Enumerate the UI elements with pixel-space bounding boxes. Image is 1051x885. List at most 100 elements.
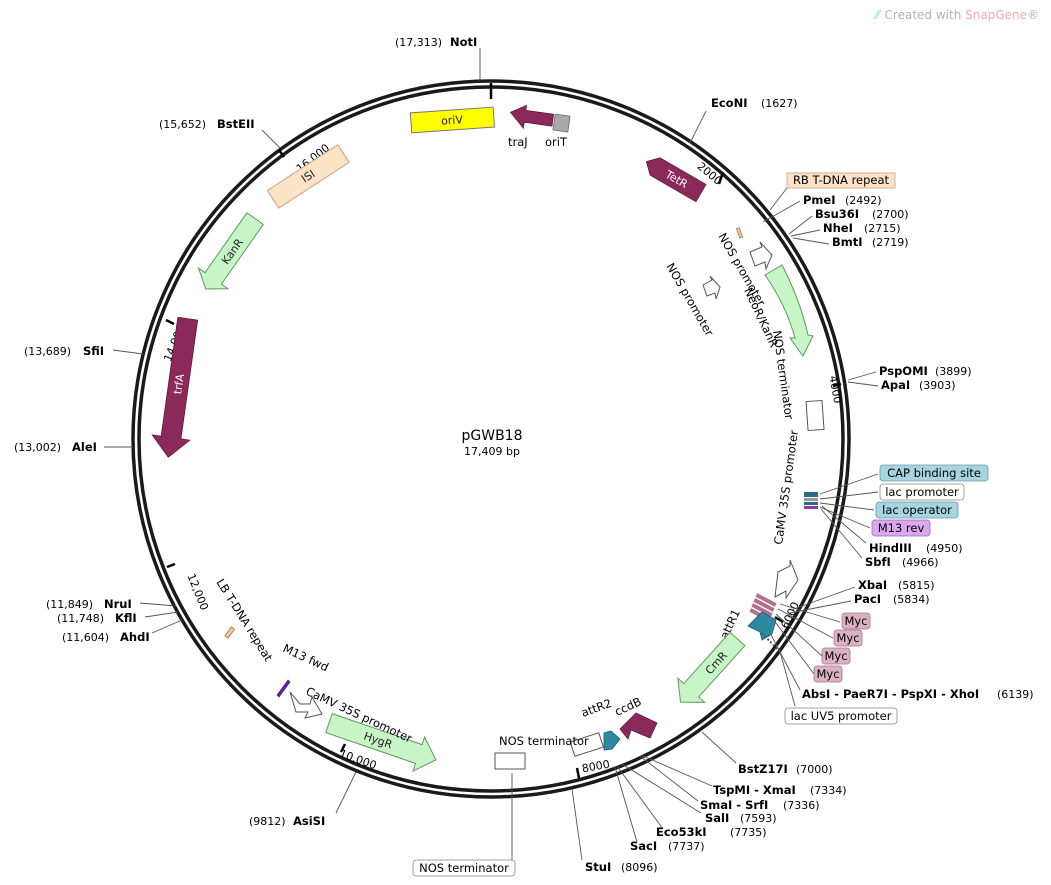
myc-label-3: Myc xyxy=(824,649,847,663)
lac-operator-box xyxy=(875,501,959,519)
smai-site-name: SmaI - SrfI xyxy=(700,798,768,812)
asisi-leader xyxy=(335,771,357,814)
lac-uv5-leader xyxy=(778,647,796,707)
sbfi-position: (4966) xyxy=(902,556,939,569)
apai-site-name: ApaI xyxy=(881,378,910,392)
bsteii-leader xyxy=(261,129,281,149)
tick-label-12000: 12,000 xyxy=(184,572,210,613)
econi-leader xyxy=(689,110,707,144)
myc-box-3 xyxy=(821,647,851,665)
myc-box-2 xyxy=(833,629,863,647)
nos-terminator-3-label: NOS terminator xyxy=(419,861,509,875)
sbfi-site-name: SbfI xyxy=(865,555,891,569)
sali-site-name: SalI xyxy=(705,811,729,825)
lb-tdna-label: LB T-DNA repeat xyxy=(213,576,275,664)
isi-feature: ISI xyxy=(266,144,350,209)
hygr-arrow xyxy=(325,713,437,773)
bstz17i-site-name: BstZ17I xyxy=(738,762,788,776)
restriction-sites: (17,313) NotI EcoNI (1627) PmeI (2492) B… xyxy=(14,35,1034,874)
lac-operator-mark xyxy=(804,502,818,505)
hygr-feature: HygR xyxy=(325,713,437,773)
myc-box-4 xyxy=(813,665,843,683)
myc-label-4: Myc xyxy=(816,667,839,681)
sfii-leader xyxy=(112,349,144,355)
eco53ki-position: (7735) xyxy=(730,826,767,839)
myc-leader-3 xyxy=(775,613,823,657)
tetr-feature: TetR xyxy=(645,157,707,203)
hindiii-position: (4950) xyxy=(926,542,963,555)
traj-label: traJ xyxy=(508,135,528,149)
tick-label-10000: 10,000 xyxy=(338,747,379,772)
plasmid-name: pGWB18 xyxy=(462,428,523,444)
lb-tdna-mark xyxy=(224,626,236,639)
attr1-arrow xyxy=(747,611,777,641)
nos-terminator-3-box-label xyxy=(412,859,516,877)
tick-8000 xyxy=(575,767,581,779)
eco53ki-site-name: Eco53kI xyxy=(656,825,707,839)
ahdi-position: (11,604) xyxy=(62,631,109,644)
absi-leader xyxy=(769,632,801,691)
sbfi-leader xyxy=(820,508,863,559)
orit-box xyxy=(552,113,571,133)
snapgene-watermark: ⁄⁄Created with SnapGene® xyxy=(876,8,1039,22)
nrui-position: (11,849) xyxy=(46,598,93,611)
alei-position: (13,002) xyxy=(14,441,61,454)
watermark-brand: SnapGene xyxy=(965,8,1027,22)
apai-leader xyxy=(847,381,879,387)
tick-4000 xyxy=(832,382,842,388)
cap-leader xyxy=(819,473,879,495)
tick-12000 xyxy=(166,562,176,569)
paci-site-name: PacI xyxy=(854,592,881,606)
kfli-position: (11,748) xyxy=(57,612,104,625)
stui-site-name: StuI xyxy=(585,860,611,874)
tick-16000 xyxy=(277,149,286,158)
tspmi-leader xyxy=(640,754,713,787)
noti-site-name: NotI xyxy=(450,35,477,49)
attr2-label: attR2 xyxy=(579,696,613,720)
lac-promoter-box xyxy=(879,483,965,501)
myc-mark-1 xyxy=(755,593,777,607)
isi-box xyxy=(266,144,350,209)
camv35s-1-arrow xyxy=(774,559,799,600)
saci-position: (7737) xyxy=(668,840,705,853)
asisi-position: (9812) xyxy=(249,815,286,828)
pmei-position: (2492) xyxy=(845,194,882,207)
kfli-site-name: KflI xyxy=(115,611,137,625)
saci-leader xyxy=(614,766,638,843)
bsteii-position: (15,652) xyxy=(159,118,206,131)
rb-tdna-label: RB T-DNA repeat xyxy=(793,173,890,187)
pspomi-site-name: PspOMI xyxy=(879,364,928,378)
tspmi-position: (7334) xyxy=(810,784,847,797)
tetr-arrow xyxy=(645,157,707,203)
nhei-position: (2715) xyxy=(864,222,901,235)
pspomi-position: (3899) xyxy=(935,365,972,378)
myc-leader-2 xyxy=(777,608,834,639)
nos-promoter-1-arrow xyxy=(749,241,773,271)
nrui-leader xyxy=(139,602,177,607)
pspomi-leader xyxy=(847,371,877,381)
asisi-site-name: AsiSI xyxy=(293,814,325,828)
rb-tdna-mark xyxy=(735,227,744,239)
tick-6000 xyxy=(774,615,784,624)
nos-terminator-1-box xyxy=(805,399,825,432)
sali-leader xyxy=(621,763,702,814)
bsu36i-position: (2700) xyxy=(872,208,909,221)
nos-promoter-2-label: NOS promoter xyxy=(663,261,716,339)
lac-promoter-label: lac promoter xyxy=(885,485,959,499)
bsteii-site-name: BstEII xyxy=(217,117,255,131)
tick-label-4000: 4000 xyxy=(826,375,844,405)
myc-leader-1 xyxy=(779,603,841,623)
traj-arrow xyxy=(509,104,555,130)
oriv-label: oriV xyxy=(441,113,464,128)
hindiii-leader xyxy=(821,505,867,544)
lac-operator-leader xyxy=(819,502,875,511)
lac-uv5-label: lac UV5 promoter xyxy=(791,709,892,723)
camv35s-2-arrow xyxy=(289,691,323,719)
plasmid-length: 17,409 bp xyxy=(464,445,520,458)
econi-site-name: EcoNI xyxy=(711,96,747,110)
rb-tdna-leader xyxy=(769,187,788,211)
m13-rev-label: M13 rev xyxy=(878,521,925,535)
xbai-site-name: XbaI xyxy=(858,578,887,592)
ahdi-leader xyxy=(151,619,183,634)
nhei-site-name: NheI xyxy=(823,221,853,235)
